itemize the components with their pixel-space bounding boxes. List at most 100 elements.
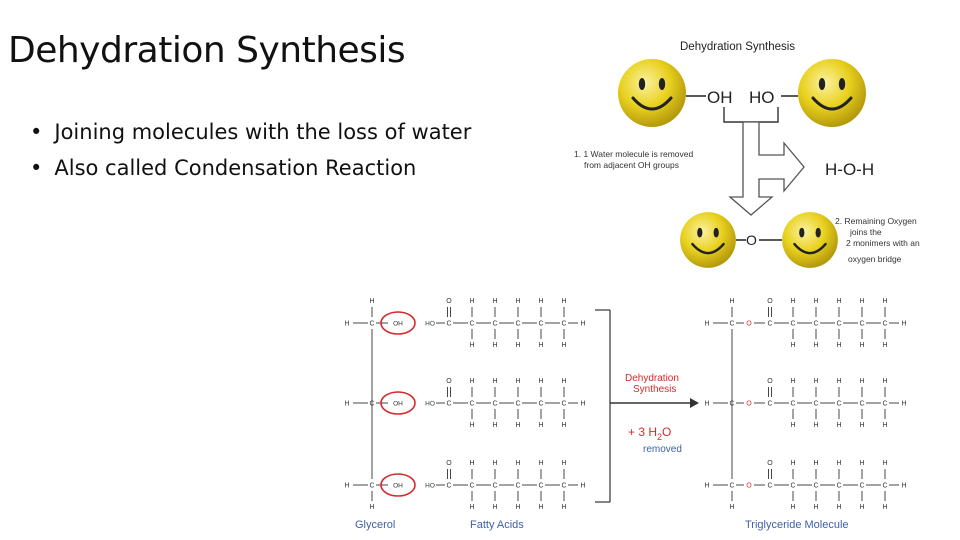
atom-label: H bbox=[515, 460, 520, 467]
atom-label: C bbox=[729, 483, 734, 490]
atom-label: OH bbox=[393, 321, 403, 328]
atom-label: C bbox=[515, 401, 520, 408]
atom-label: H bbox=[492, 298, 497, 305]
atom-label: H bbox=[515, 504, 520, 511]
atom-label: C bbox=[767, 321, 772, 328]
atom-label: C bbox=[538, 401, 543, 408]
atom-label: H bbox=[704, 401, 709, 408]
atom-label: C bbox=[538, 483, 543, 490]
atom-label: H bbox=[492, 342, 497, 349]
atom-label: H bbox=[836, 342, 841, 349]
atom-label: H bbox=[580, 483, 585, 490]
ho-label: HO bbox=[749, 88, 775, 107]
atom-label: H bbox=[859, 378, 864, 385]
atom-label: H bbox=[882, 460, 887, 467]
atom-label: H bbox=[859, 422, 864, 429]
atom-label: O bbox=[446, 460, 452, 467]
atom-label: C bbox=[492, 401, 497, 408]
atom-label: C bbox=[859, 401, 864, 408]
atom-label: O bbox=[746, 401, 752, 408]
atom-label: H bbox=[790, 298, 795, 305]
atom-label: OH bbox=[393, 483, 403, 490]
atom-label: C bbox=[790, 321, 795, 328]
atom-label: H bbox=[515, 422, 520, 429]
atom-label: H bbox=[836, 298, 841, 305]
atom-label: H bbox=[469, 460, 474, 467]
atom-label: H bbox=[790, 460, 795, 467]
atom-label: C bbox=[561, 321, 566, 328]
atom-label: H bbox=[859, 460, 864, 467]
atom-label: H bbox=[492, 460, 497, 467]
bullet-item: Also called Condensation Reaction bbox=[30, 156, 471, 180]
smiley-monomer-right bbox=[796, 57, 868, 129]
atom-label: H bbox=[344, 401, 349, 408]
atom-label: C bbox=[882, 401, 887, 408]
atom-label: H bbox=[561, 422, 566, 429]
bullet-list: Joining molecules with the loss of water… bbox=[30, 120, 471, 192]
atom-label: H bbox=[882, 342, 887, 349]
atom-label: H bbox=[515, 378, 520, 385]
atom-label: H bbox=[729, 504, 734, 511]
atom-label: C bbox=[813, 483, 818, 490]
atom-label: C bbox=[561, 483, 566, 490]
atom-label: C bbox=[369, 401, 374, 408]
atom-label: H bbox=[561, 460, 566, 467]
atom-label: C bbox=[561, 401, 566, 408]
atom-label: H bbox=[882, 504, 887, 511]
atom-label: H bbox=[561, 504, 566, 511]
atom-label: H bbox=[882, 298, 887, 305]
atom-label: H bbox=[813, 378, 818, 385]
atom-label: C bbox=[767, 401, 772, 408]
atom-label: H bbox=[901, 483, 906, 490]
atom-label: C bbox=[492, 483, 497, 490]
atom-label: H bbox=[369, 298, 374, 305]
atom-label: C bbox=[882, 321, 887, 328]
atom-label: C bbox=[813, 401, 818, 408]
atom-label: H bbox=[492, 378, 497, 385]
atom-label: C bbox=[767, 483, 772, 490]
bullet-item: Joining molecules with the loss of water bbox=[30, 120, 471, 144]
fatty-acids-label: Fatty Acids bbox=[470, 519, 524, 531]
oxygen-bridge-label: O bbox=[746, 232, 757, 248]
atom-label: H bbox=[813, 504, 818, 511]
atom-label: H bbox=[704, 321, 709, 328]
atom-label: H bbox=[344, 483, 349, 490]
step1-line2: from adjacent OH groups bbox=[584, 160, 679, 170]
atom-label: H bbox=[469, 504, 474, 511]
atom-label: H bbox=[859, 342, 864, 349]
atom-label: H bbox=[813, 298, 818, 305]
atom-label: C bbox=[515, 483, 520, 490]
smiley-monomer-left bbox=[616, 57, 688, 129]
atom-label: C bbox=[446, 321, 451, 328]
atom-label: H bbox=[813, 460, 818, 467]
atom-label: H bbox=[859, 504, 864, 511]
atom-label: H bbox=[813, 342, 818, 349]
atom-label: H bbox=[561, 378, 566, 385]
atom-label: H bbox=[469, 378, 474, 385]
atom-label: H bbox=[901, 321, 906, 328]
atom-label: H bbox=[836, 504, 841, 511]
atom-label: C bbox=[538, 321, 543, 328]
reaction-arrow bbox=[690, 398, 699, 408]
atom-label: H bbox=[369, 504, 374, 511]
atom-label: HO bbox=[425, 321, 435, 328]
atom-label: H bbox=[790, 422, 795, 429]
highlighted-oh-ring bbox=[380, 311, 416, 335]
atom-label: C bbox=[882, 483, 887, 490]
atom-label: H bbox=[492, 422, 497, 429]
glycerol-label: Glycerol bbox=[355, 519, 395, 531]
highlighted-oh-ring bbox=[380, 391, 416, 415]
atom-label: C bbox=[836, 321, 841, 328]
smiley-diagram: Dehydration Synthesis OH HO 1. 1 Water m… bbox=[560, 30, 955, 270]
atom-label: H bbox=[882, 378, 887, 385]
atom-label: H bbox=[538, 342, 543, 349]
atom-label: H bbox=[580, 401, 585, 408]
atom-label: C bbox=[446, 401, 451, 408]
step1-line1: 1. 1 Water molecule is removed bbox=[574, 149, 693, 159]
atom-label: H bbox=[836, 460, 841, 467]
atom-label: H bbox=[882, 422, 887, 429]
atom-label: C bbox=[469, 483, 474, 490]
atom-label: OH bbox=[393, 401, 403, 408]
atom-label: H bbox=[813, 422, 818, 429]
atom-label: H bbox=[515, 298, 520, 305]
